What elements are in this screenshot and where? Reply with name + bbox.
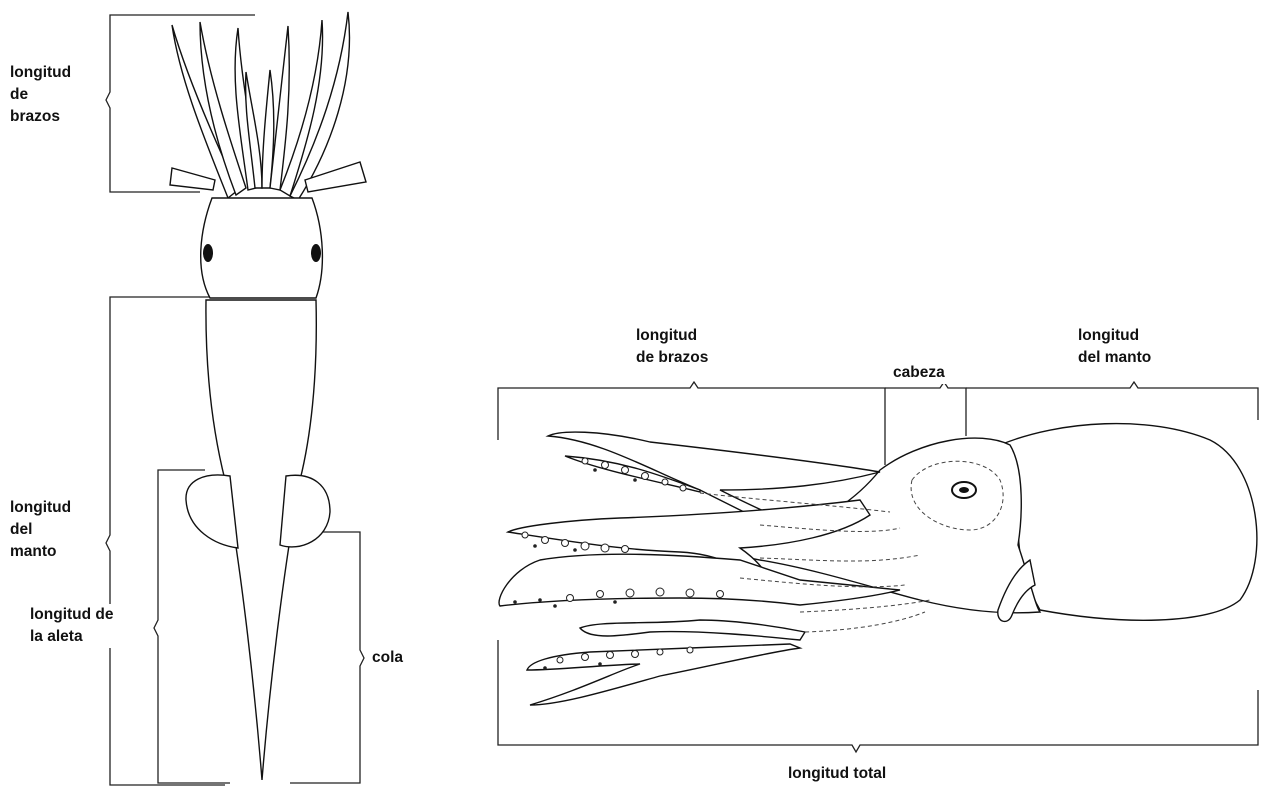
octopus-mantle-length-bracket <box>966 382 1258 420</box>
squid-eye-left <box>203 244 213 262</box>
octopus-total-length-label: longitud total <box>786 763 888 785</box>
octopus-mantle <box>1000 424 1257 621</box>
squid-fin-left <box>186 475 238 548</box>
squid-fin-right <box>280 475 330 547</box>
octopus-illustration <box>498 382 1258 752</box>
squid-eye-right <box>311 244 321 262</box>
squid-fin-length-label: longitud de la aleta <box>28 604 116 648</box>
octopus-arm-length-label: longitud de brazos <box>634 325 710 369</box>
octopus-head-bracket <box>885 382 966 436</box>
squid-mantle-length-label: longitud del manto <box>8 497 73 563</box>
octopus-head-label: cabeza <box>891 362 947 384</box>
squid-arm-length-label: longitud de brazos <box>8 62 73 128</box>
squid-illustration <box>106 12 366 785</box>
squid-head <box>201 198 323 298</box>
squid-arms <box>170 12 366 200</box>
squid-tail-label: cola <box>370 647 405 669</box>
octopus-mantle-length-label: longitud del manto <box>1076 325 1153 369</box>
squid-mantle-length-bracket <box>106 297 225 785</box>
squid-tail-bracket <box>283 532 364 783</box>
